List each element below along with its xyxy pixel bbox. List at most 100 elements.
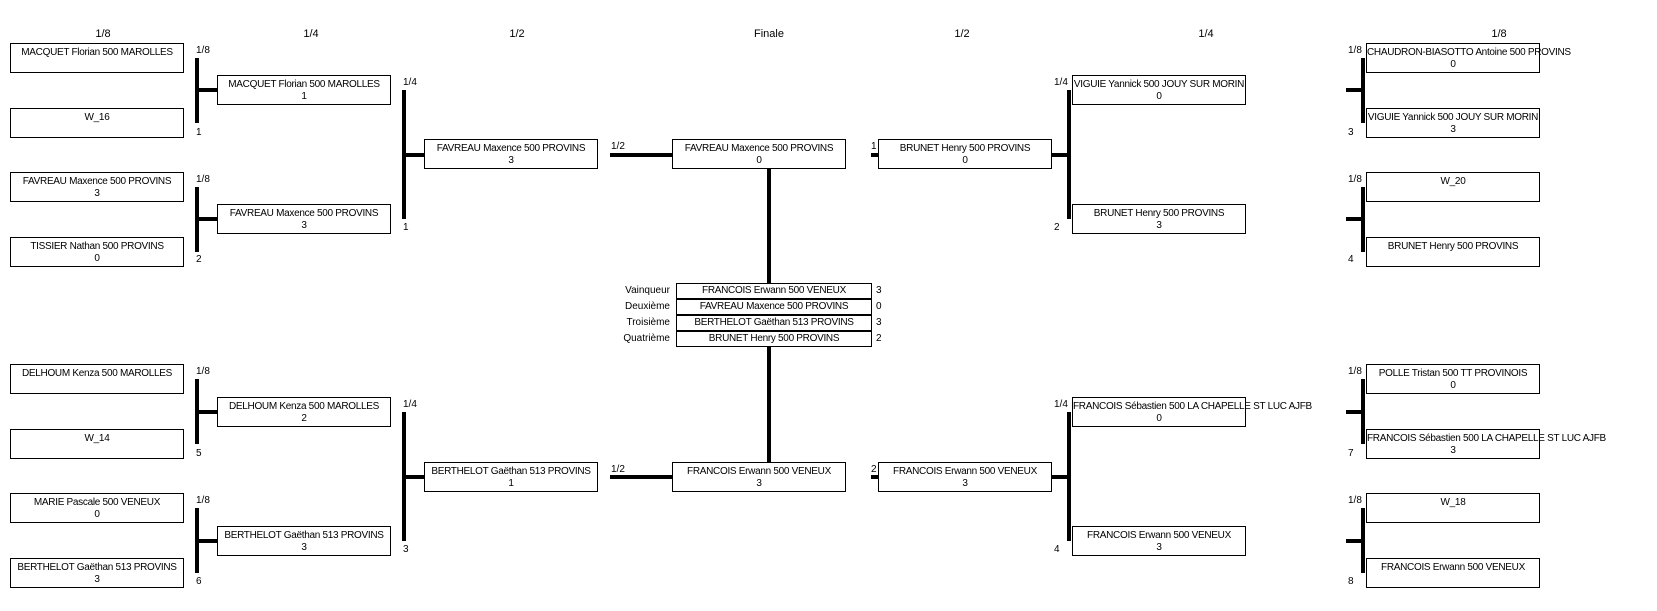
bracket-connector-line [1051,475,1067,479]
header-quarterfinal-left: 1/4 [303,28,319,40]
bracket-connector-line [195,58,199,123]
player-score: 0 [1156,91,1162,102]
player-name: POLLE Tristan 500 TT PROVINOIS [1378,368,1528,379]
player-name: FAVREAU Maxence 500 PROVINS [436,143,586,154]
player-name: VIGUIE Yannick 500 JOUY SUR MORIN [1073,79,1245,90]
round-tag: 1/2 [611,141,625,152]
header-semifinal-right: 1/2 [954,28,970,40]
player-name: FRANCOIS Erwann 500 VENEUX [687,466,831,477]
bracket-connector-line [199,88,217,92]
round-tag: 1/8 [196,495,210,506]
player-name: TISSIER Nathan 500 PROVINS [30,241,164,252]
bracket-connector-line [406,475,424,479]
r16-right-match2-bottom: BRUNET Henry 500 PROVINS [1366,237,1540,267]
player-name: BERTHELOT Gaëthan 513 PROVINS [224,530,384,541]
player-name: BERTHELOT Gaëthan 513 PROVINS [431,466,591,477]
rank-second-name: FAVREAU Maxence 500 PROVINS [676,299,872,315]
r16-right-match4-top: W_18 [1366,493,1540,523]
bracket-connector-line [195,187,199,252]
match-number: 1 [403,222,409,233]
player-score: 0 [1156,413,1162,424]
player-score: 0 [1450,380,1456,391]
rank-second-label: Deuxième [624,301,670,312]
player-name: BRUNET Henry 500 PROVINS [899,143,1031,154]
match-number: 4 [1054,544,1060,555]
bracket-connector-line [767,169,771,283]
player-score: 0 [1450,59,1456,70]
bracket-connector-line [1361,58,1365,123]
bracket-connector-line [1361,508,1365,573]
round-tag: 1/4 [403,77,417,88]
player-name: BRUNET Henry 500 PROVINS [1093,208,1225,219]
header-round-of-16-left: 1/8 [95,28,111,40]
bracket-connector-line [1346,410,1361,414]
player-score: 0 [94,509,100,520]
player-score: 0 [94,253,100,264]
player-name: W_18 [1440,497,1466,508]
player-score: 2 [301,413,307,424]
r16-right-match2-top: W_20 [1366,172,1540,202]
match-number: 1 [196,127,202,138]
player-name: DELHOUM Kenza 500 MAROLLES [228,401,380,412]
qf-right-3: FRANCOIS Sébastien 500 LA CHAPELLE ST LU… [1072,397,1312,427]
match-number: 4 [1348,254,1354,265]
player-score: 3 [508,155,514,166]
rank-third-name: BERTHELOT Gaëthan 513 PROVINS [676,315,872,331]
bracket-connector-line [199,539,217,543]
bracket-connector-line [1346,539,1361,543]
round-tag: 1/8 [196,174,210,185]
player-name: FAVREAU Maxence 500 PROVINS [684,143,834,154]
player-name: BERTHELOT Gaëthan 513 PROVINS [17,562,177,573]
header-quarterfinal-right: 1/4 [1198,28,1214,40]
match-number: 8 [1348,576,1354,587]
player-name: BRUNET Henry 500 PROVINS [1387,241,1519,252]
r16-left-match1-bottom: W_16 [10,108,184,138]
rank-fourth-score: 2 [876,333,882,344]
bracket-connector-line [195,508,199,573]
player-score: 1 [508,478,514,489]
rank-fourth-name: BRUNET Henry 500 PROVINS [676,331,872,347]
round-tag: 1/4 [1054,77,1068,88]
player-name: W_20 [1440,176,1466,187]
round-tag: 1/8 [1348,366,1362,377]
player-score: 0 [962,155,968,166]
round-tag: 1/2 [611,464,625,475]
bracket-connector-line [1067,412,1071,541]
rank-winner-name: FRANCOIS Erwann 500 VENEUX [676,283,872,299]
round-tag: 1/4 [403,399,417,410]
r16-left-match1-top: MACQUET Florian 500 MAROLLES [10,43,184,73]
match-number: 5 [196,448,202,459]
match-number: 2 [1054,222,1060,233]
match-number: 3 [1348,127,1354,138]
bracket-connector-line [1361,379,1365,444]
player-name: FRANCOIS Erwann 500 VENEUX [1381,562,1525,573]
player-score: 3 [94,188,100,199]
header-round-of-16-right: 1/8 [1491,28,1507,40]
bracket-connector-line [1051,153,1067,157]
player-score: 1 [301,91,307,102]
player-name: CHAUDRON-BIASOTTO Antoine 500 PROVINS [1367,47,1571,58]
rank-third-score: 3 [876,317,882,328]
round-tag: 1/8 [1348,495,1362,506]
rank-winner-score: 3 [876,285,882,296]
player-score: 3 [1156,542,1162,553]
player-score: 3 [301,542,307,553]
bracket-connector-line [767,347,771,462]
player-score: 3 [1450,445,1456,456]
bracket-connector-line [406,153,424,157]
player-name: FAVREAU Maxence 500 PROVINS [229,208,379,219]
player-score: 3 [94,574,100,585]
